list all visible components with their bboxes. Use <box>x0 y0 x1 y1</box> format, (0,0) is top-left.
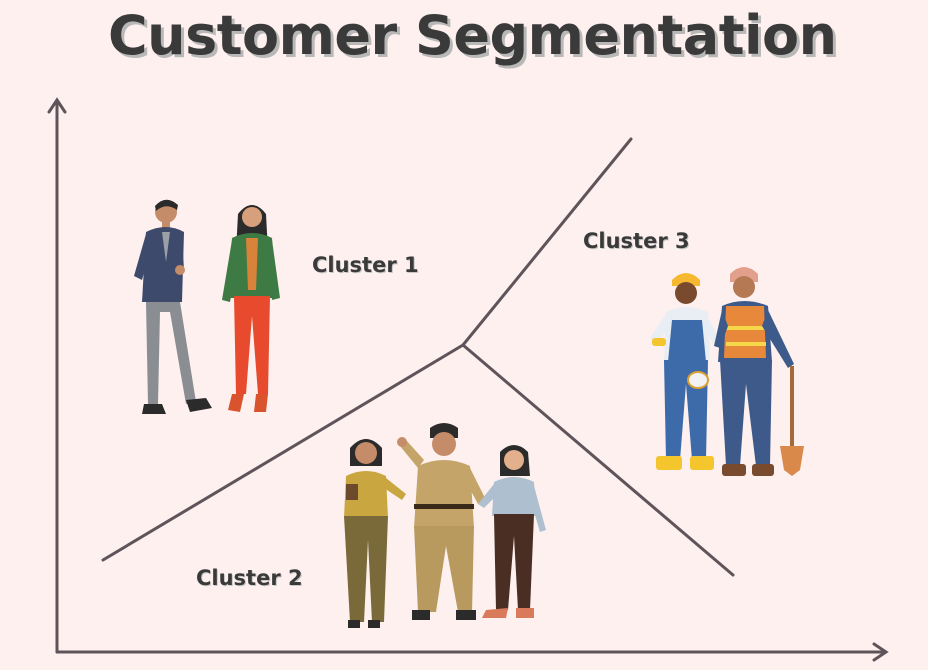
cluster-boundaries <box>101 137 735 577</box>
cluster-2-label: Cluster 2 <box>196 566 303 590</box>
businessman-figure <box>134 199 212 414</box>
cluster-1-label: Cluster 1 <box>312 253 419 277</box>
boundary-line-upper <box>461 137 633 347</box>
axes <box>47 97 889 662</box>
businesswoman-figure <box>222 205 280 412</box>
x-axis-arrowhead <box>872 642 889 662</box>
cluster-1-figures <box>134 199 280 414</box>
construction-worker-right-figure <box>714 267 804 476</box>
construction-worker-left-figure <box>650 273 720 470</box>
boundary-line-right <box>461 343 735 577</box>
boundary-line-left <box>101 343 465 562</box>
cluster-2-figures <box>344 423 546 628</box>
page-title: Customer Segmentation <box>108 4 837 67</box>
y-axis-arrowhead <box>47 97 67 114</box>
uniform-man-figure <box>397 423 486 620</box>
cluster-3-figures <box>650 267 804 476</box>
office-woman-left-figure <box>344 439 406 628</box>
cluster-3-label: Cluster 3 <box>583 229 690 253</box>
office-woman-right-figure <box>478 445 546 618</box>
